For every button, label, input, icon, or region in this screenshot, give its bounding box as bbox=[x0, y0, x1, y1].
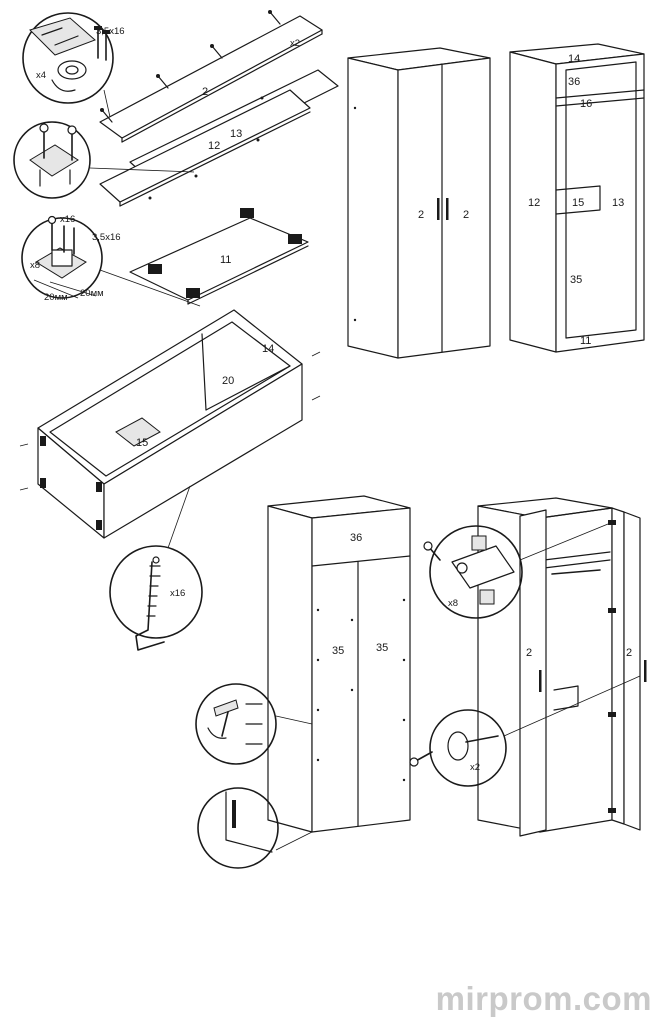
panels-12-13: 13 12 bbox=[99, 69, 339, 207]
screw-icon bbox=[423, 541, 441, 561]
step1-callout-fastener: x4 3,5x16 bbox=[22, 12, 125, 127]
knob-icon bbox=[539, 660, 647, 692]
foot-pad-icon bbox=[40, 436, 102, 530]
part-label-2: 2 bbox=[463, 209, 469, 221]
foot-pad-icon bbox=[148, 208, 302, 298]
part-label-14: 14 bbox=[262, 343, 274, 355]
screw-size-label: 3,5x16 bbox=[92, 232, 121, 243]
nail-holes bbox=[316, 598, 406, 782]
frame-box-assembly: 14 20 15 bbox=[19, 309, 321, 539]
step6-callout-hinge: x8 bbox=[423, 523, 609, 619]
step5-callout-corner bbox=[197, 787, 313, 869]
step5-callout-hammer bbox=[195, 683, 313, 765]
part-label-2: 2 bbox=[202, 86, 208, 98]
part-label-15: 15 bbox=[136, 437, 148, 449]
part-label-20: 20 bbox=[222, 375, 234, 387]
part-label-2: 2 bbox=[526, 647, 532, 659]
screw-icon bbox=[47, 215, 75, 255]
wardrobe-carcass: 14 36 16 12 15 13 35 11 bbox=[509, 43, 645, 353]
qty-label: x16 bbox=[60, 214, 75, 225]
qty-label: x8 bbox=[30, 260, 40, 271]
knob-icon bbox=[437, 198, 449, 220]
step1-callout-foot-pad: x16 3,5x16 x8 20мм 20мм bbox=[21, 214, 201, 307]
dimension-label: 20мм bbox=[80, 288, 104, 299]
hinge-icon bbox=[451, 535, 515, 605]
qty-label: x8 bbox=[448, 598, 458, 609]
part-label-35: 35 bbox=[332, 645, 344, 657]
part-label-16: 16 bbox=[580, 98, 592, 110]
screw-icon bbox=[39, 123, 77, 161]
screw-icon bbox=[409, 751, 433, 767]
step4-callout-hex-key: x16 bbox=[109, 485, 203, 651]
wardrobe-open-doors: 2 2 bbox=[477, 497, 647, 837]
part-label-36: 36 bbox=[350, 532, 362, 544]
hammer-icon bbox=[207, 699, 239, 739]
panel-2-with-screws: 2 x2 bbox=[99, 10, 323, 143]
screw-size-label: 3,5x16 bbox=[96, 26, 125, 37]
part-label-35: 35 bbox=[570, 274, 582, 286]
screw-icon bbox=[94, 26, 110, 61]
part-label-35: 35 bbox=[376, 642, 388, 654]
part-label-2: 2 bbox=[418, 209, 424, 221]
part-label-12: 12 bbox=[208, 140, 220, 152]
hex-key-icon bbox=[135, 556, 165, 651]
knob-icon bbox=[447, 731, 499, 761]
watermark: mirprom.com bbox=[436, 980, 652, 1017]
qty-label: x16 bbox=[170, 588, 185, 599]
panel-11-base: 11 bbox=[129, 208, 309, 305]
part-label-14: 14 bbox=[568, 53, 580, 65]
dimension-label: 20мм bbox=[44, 292, 68, 303]
qty-label: x2 bbox=[470, 762, 480, 773]
part-label-2: 2 bbox=[626, 647, 632, 659]
part-label-15: 15 bbox=[572, 197, 584, 209]
wardrobe-back-view: 36 35 35 bbox=[267, 495, 411, 833]
step1-callout-bracket bbox=[13, 121, 195, 199]
part-label-11: 11 bbox=[580, 335, 591, 347]
qty-label: x2 bbox=[290, 38, 300, 49]
wardrobe-closed: 2 2 bbox=[347, 47, 491, 359]
part-label-11: 11 bbox=[220, 254, 231, 266]
hinge-icon bbox=[608, 520, 616, 813]
part-label-12: 12 bbox=[528, 197, 540, 209]
part-label-13: 13 bbox=[230, 128, 242, 140]
part-label-13: 13 bbox=[612, 197, 624, 209]
part-label-36: 36 bbox=[568, 76, 580, 88]
step6-callout-knob: x2 bbox=[409, 675, 641, 787]
screw-icon bbox=[100, 10, 281, 123]
qty-label: x4 bbox=[36, 70, 46, 81]
